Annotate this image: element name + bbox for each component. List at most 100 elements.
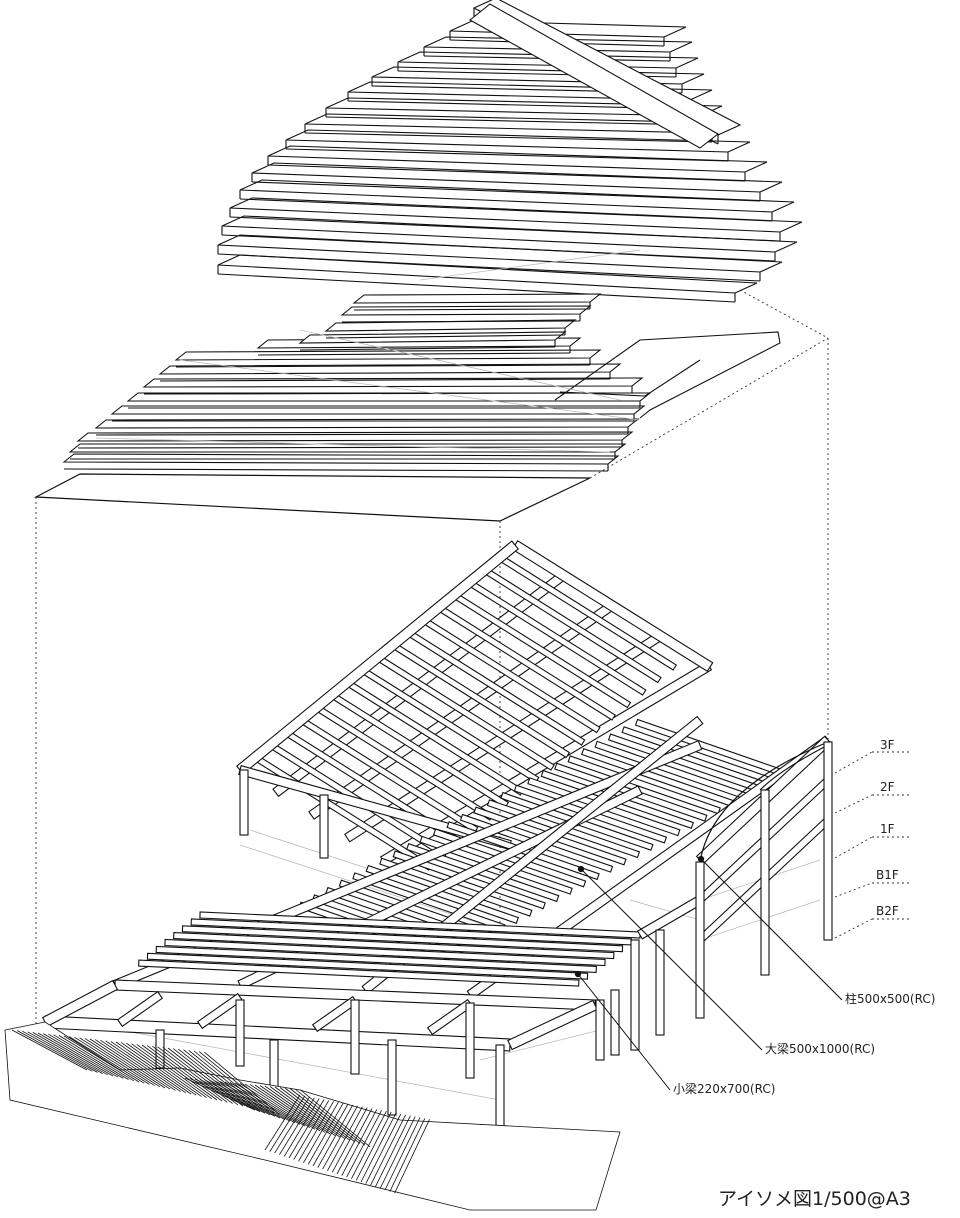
stair-tread <box>204 1079 276 1117</box>
small-beam <box>164 938 606 967</box>
level-leader <box>834 918 873 939</box>
girder-callout: 大梁500x1000(RC) <box>765 1041 875 1056</box>
roof-plate-edge <box>229 216 781 242</box>
small-beam <box>138 959 580 987</box>
stair-tread <box>48 1033 124 1079</box>
stair-tread <box>63 1035 140 1083</box>
column <box>465 1002 475 1079</box>
stair-tread <box>351 1111 387 1179</box>
column <box>695 861 705 1019</box>
stair-tread <box>136 1044 213 1100</box>
stair-tread <box>131 1043 207 1098</box>
level-label-3f: 3F <box>880 738 895 752</box>
ground-slab <box>33 473 591 522</box>
column <box>387 1039 397 1116</box>
stair-tread <box>307 1102 344 1165</box>
low-roof-plate-edge <box>341 320 581 323</box>
roof-plate-edge <box>325 116 701 126</box>
arched-rafter <box>699 741 829 863</box>
low-roof-plate-edge <box>299 346 556 351</box>
roof-plate <box>251 162 783 193</box>
low-roof-plate <box>94 418 640 429</box>
slab-plane <box>33 473 591 522</box>
column <box>495 1044 505 1131</box>
stair-tread <box>22 1030 98 1073</box>
low-roof-plate <box>340 305 592 316</box>
ghost-line <box>629 899 701 921</box>
stair-tread <box>360 1112 397 1183</box>
stair-tread <box>249 1084 321 1132</box>
stair-tread <box>214 1080 286 1120</box>
low-roof-plate <box>324 319 577 332</box>
stair-tread <box>389 1118 426 1192</box>
girder <box>114 979 596 1011</box>
roof-plate-edge <box>304 132 713 143</box>
level-leader <box>834 882 873 898</box>
small-beam <box>173 932 615 960</box>
column <box>630 939 640 1051</box>
stair-tread <box>312 1103 349 1167</box>
leader <box>580 868 763 1051</box>
stair-tread <box>370 1114 406 1186</box>
stair-tread <box>126 1042 202 1097</box>
stair-tread <box>199 1079 271 1116</box>
stair-tread <box>89 1038 166 1089</box>
stair-tread <box>274 1096 310 1154</box>
girder <box>238 765 512 850</box>
stair-tread <box>341 1109 378 1176</box>
stair-tread <box>331 1107 368 1173</box>
annex-outline <box>554 331 781 419</box>
stair-tread <box>120 1042 197 1096</box>
roof-plate-edge <box>251 181 761 202</box>
stair-tread <box>303 1101 339 1164</box>
stair-tread <box>184 1077 256 1111</box>
member-callouts: 柱500x500(RC) 大梁500x1000(RC) 小梁220x700(RC… <box>673 991 935 1096</box>
stair-tread <box>254 1084 326 1133</box>
low-roof-plates <box>62 293 781 472</box>
stair-tread <box>204 1051 280 1115</box>
small-beam <box>567 755 721 815</box>
ghost-line <box>119 1029 501 1101</box>
column <box>610 989 620 1056</box>
roof-plate-edge <box>285 148 729 162</box>
level-leader <box>834 794 873 814</box>
stair-outline <box>4 1021 621 1211</box>
roof-plate <box>221 215 798 253</box>
stair-tread <box>224 1081 296 1124</box>
stair-tread <box>298 1101 334 1162</box>
low-roof-plate-edge <box>63 468 609 472</box>
drawing-caption: アイソメ図1/500@A3 <box>718 1188 911 1210</box>
stair-tread <box>317 1104 354 1168</box>
stair-tread <box>239 1083 311 1128</box>
girder <box>41 979 119 1028</box>
stair-tread <box>259 1085 331 1135</box>
stair-tread <box>293 1100 330 1160</box>
stair-tread <box>322 1105 358 1170</box>
hidden-line <box>95 437 611 453</box>
hidden-line <box>179 359 641 421</box>
level-label-b1f: B1F <box>876 868 899 882</box>
ghost-line <box>699 899 821 941</box>
small-beam <box>155 945 597 973</box>
stair-tread <box>146 1045 223 1102</box>
column <box>823 741 833 941</box>
hidden-line <box>299 329 621 401</box>
rc-frame <box>41 540 833 1131</box>
roof-plate-edge <box>267 164 746 182</box>
low-roof-plate-edge <box>77 446 623 449</box>
low-roof-plate-edge <box>159 378 611 382</box>
stair-tread <box>379 1116 416 1189</box>
stair-tread <box>74 1036 150 1085</box>
small-beam <box>190 918 632 946</box>
column <box>655 929 665 1036</box>
stair-tread <box>42 1033 119 1078</box>
arched-rafter <box>759 744 829 791</box>
stair-tread <box>219 1081 291 1122</box>
column-callout: 柱500x500(RC) <box>845 991 935 1006</box>
column <box>350 999 360 1075</box>
level-labels: 3F 2F 1F B1F B2F <box>876 738 899 918</box>
low-roof-plate-edge <box>175 364 591 368</box>
stair-tread <box>32 1032 108 1076</box>
stair-tread <box>269 1095 306 1152</box>
stair-tread <box>194 1078 266 1114</box>
